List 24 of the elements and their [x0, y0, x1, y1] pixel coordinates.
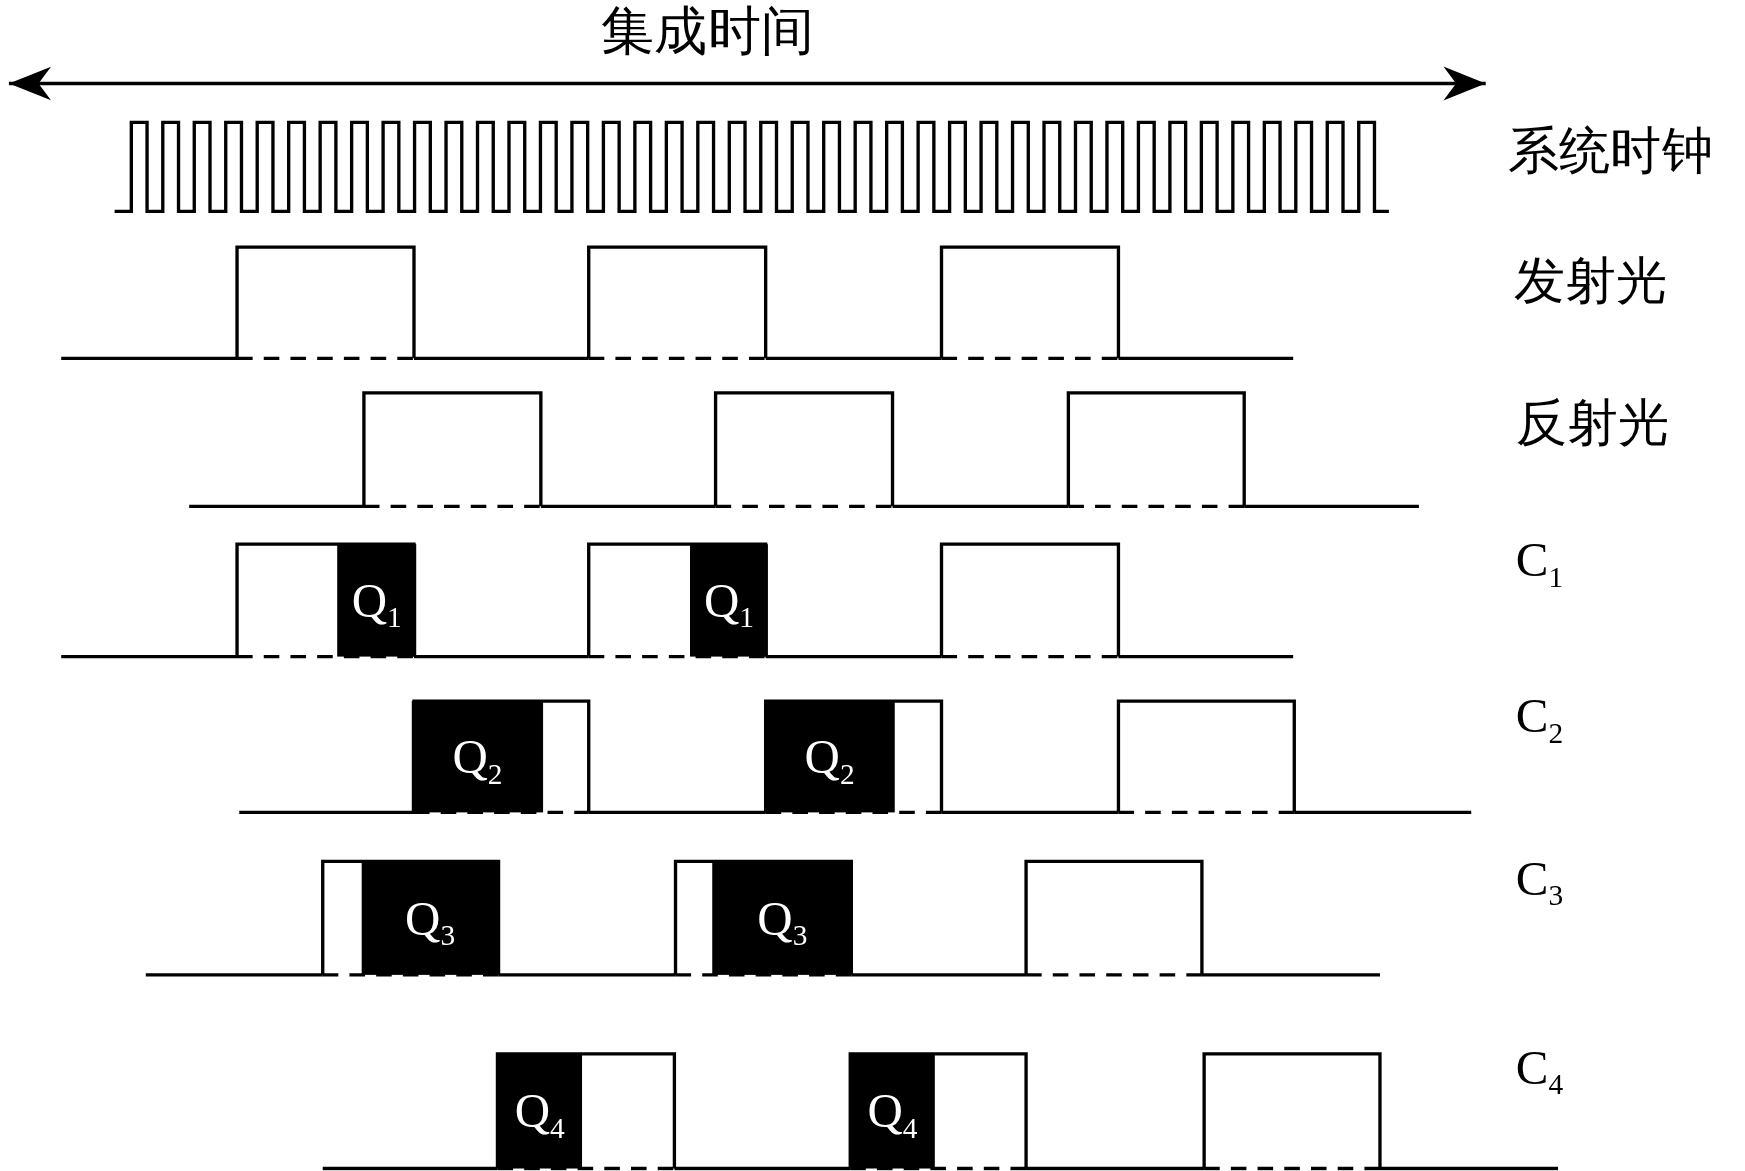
signal-name: 系统时钟 [1507, 125, 1713, 177]
axis-title: 集成时间 [600, 4, 815, 58]
charge-block [361, 861, 499, 975]
charge-block [764, 701, 895, 813]
charge-label: Q$_{1}$ [351, 572, 402, 629]
charge-label: Q$_{4}$ [514, 1082, 565, 1140]
charge-label: Q$_{2}$ [452, 728, 503, 786]
signal-name: 反射光 [1515, 397, 1670, 449]
signal-name: C$_{2}$ [1515, 692, 1564, 742]
charge-label: Q$_{4}$ [867, 1082, 918, 1140]
charge-label: Q$_{3}$ [405, 889, 456, 947]
charge-label: Q$_{2}$ [804, 728, 855, 786]
charge-block [497, 1053, 583, 1169]
signal-name: C$_{4}$ [1515, 1043, 1564, 1093]
charge-block [850, 1053, 935, 1169]
signal-name: C$_{3}$ [1515, 854, 1564, 904]
charge-label: Q$_{3}$ [757, 889, 808, 947]
signal-name: 发射光 [1513, 255, 1668, 308]
signal-name: C$_{1}$ [1515, 536, 1564, 586]
charge-block [712, 861, 853, 975]
charge-label: Q$_{1}$ [703, 572, 754, 629]
charge-block [690, 544, 768, 657]
charge-block [411, 701, 544, 813]
charge-block [337, 544, 417, 657]
